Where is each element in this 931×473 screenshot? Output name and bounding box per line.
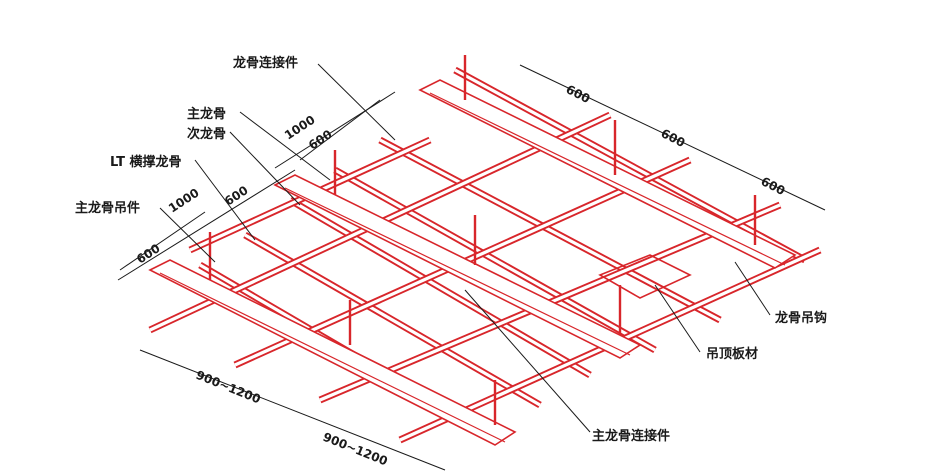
dimension-lines [117,64,826,471]
label-main-keel: 主龙骨 [187,106,226,122]
dim-left-outer-2: 1000 [166,186,202,216]
dim-top-right-3: 600 [759,174,788,198]
dim-left-inner-3: 600 [134,241,163,266]
label-ceiling-board: 吊顶板材 [706,346,758,362]
label-main-connector: 主龙骨连接件 [592,428,670,444]
label-connector: 龙骨连接件 [233,55,298,71]
label-keel-hook: 龙骨吊钩 [775,310,827,326]
leader-lines [159,63,771,433]
label-secondary-keel: 次龙骨 [187,126,226,142]
dim-top-right-2: 600 [659,126,688,150]
ceiling-board-panel [598,254,692,299]
dim-top-right-1: 600 [564,82,593,106]
label-lt-keel: LT 横撑龙骨 [110,154,182,170]
label-main-hanger: 主龙骨吊件 [75,200,140,216]
dim-bottom-2: 900~1200 [321,430,390,469]
dim-bottom-1: 900~1200 [194,368,263,407]
dim-left-inner-1: 600 [306,127,335,152]
main-keels [148,79,797,446]
dim-left-inner-2: 600 [222,183,251,208]
hangers [208,55,757,425]
top-right-dimensions: 600 600 600 [564,82,788,198]
